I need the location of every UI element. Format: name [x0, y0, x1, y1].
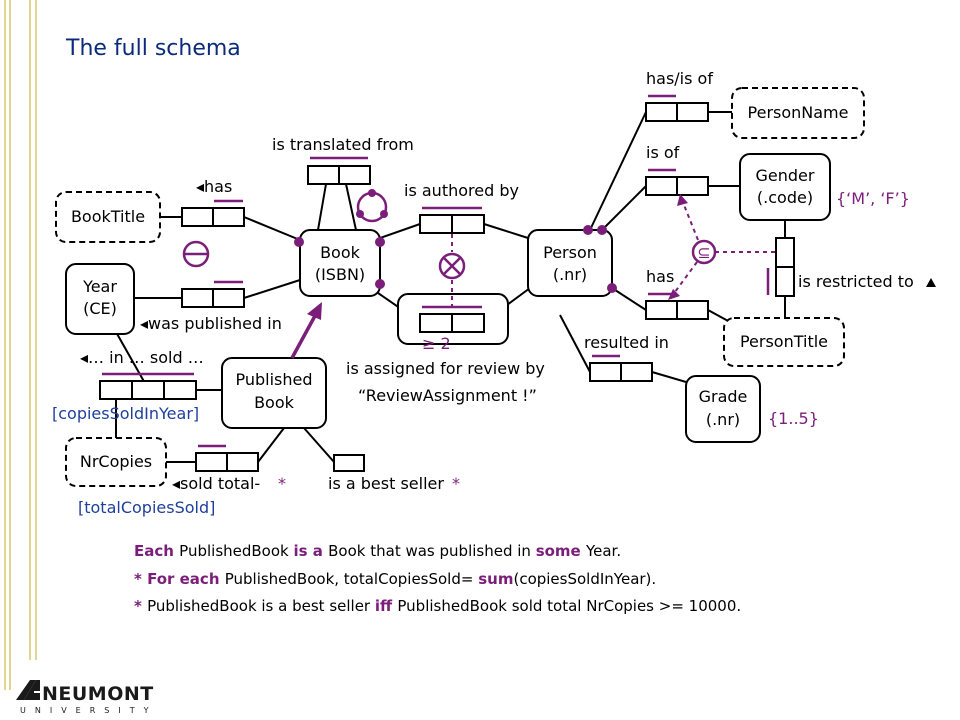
label-grade-values: {1..5}: [768, 409, 819, 428]
note-segment: iff: [375, 597, 398, 615]
label-has: has: [646, 267, 674, 286]
svg-text:(.nr): (.nr): [553, 265, 587, 284]
neumont-logo: NEUMONT UNIVERSITY: [16, 680, 158, 715]
svg-text:(.code): (.code): [757, 188, 813, 207]
svg-text:Published: Published: [235, 370, 312, 389]
mandatory-dots: [294, 225, 617, 293]
label-gender-values: {‘M’, ‘F’}: [836, 189, 910, 208]
label-has-title: ◂has: [196, 177, 232, 196]
label-resulted-in: resulted in: [584, 333, 669, 352]
note-segment: sum: [478, 570, 513, 588]
subset-constraint: ⊆: [668, 194, 776, 300]
svg-text:Book: Book: [254, 393, 295, 412]
exclusion-authored-review: [438, 234, 466, 312]
label-is-assigned: is assigned for review by: [346, 359, 545, 378]
note-segment: (copiesSoldInYear).: [513, 570, 656, 588]
entity-published-book[interactable]: Published Book: [221, 357, 327, 429]
svg-text:NrCopies: NrCopies: [80, 452, 152, 471]
fact-resulted-in[interactable]: [589, 362, 653, 382]
label-is-restricted-to: is restricted to: [798, 272, 914, 291]
note-segment: Each: [134, 542, 179, 560]
label-is-translated-from: is translated from: [272, 135, 414, 154]
note-segment: Book that was published in: [328, 542, 536, 560]
note-segment: PublishedBook, totalCopiesSold=: [225, 570, 479, 588]
note-segment: *: [134, 597, 147, 615]
entity-book[interactable]: Book (ISBN): [299, 229, 381, 297]
logo-mark-icon: [16, 680, 36, 700]
value-person-name[interactable]: PersonName: [731, 87, 865, 139]
label-sold-total: ◂sold total-: [172, 474, 260, 493]
logo-name: NEUMONT: [42, 683, 154, 705]
fact-review-assignment[interactable]: [397, 293, 509, 345]
note-line-3: * PublishedBook is a best seller iff Pub…: [134, 597, 741, 615]
svg-text:Person: Person: [543, 243, 597, 262]
note-line-1: Each PublishedBook is a Book that was pu…: [134, 542, 621, 560]
svg-text:PersonTitle: PersonTitle: [740, 332, 828, 351]
label-is-of: is of: [646, 143, 680, 162]
entity-year[interactable]: Year (CE): [65, 263, 135, 335]
fact-copies-sold-in-year[interactable]: [99, 380, 197, 400]
fact-best-seller[interactable]: [333, 454, 365, 472]
slide-border: [4, 0, 37, 690]
fact-sold-total[interactable]: [195, 452, 259, 472]
note-segment: PublishedBook: [179, 542, 293, 560]
svg-text:Year: Year: [82, 277, 117, 296]
fact-published-in[interactable]: [181, 288, 245, 308]
label-has-is-of: has/is of: [646, 69, 713, 88]
label-at-least-2: ≥ 2: [422, 334, 451, 353]
svg-text:(CE): (CE): [83, 299, 117, 318]
ring-constraint: [356, 189, 388, 223]
label-copies-sold-in-year: [copiesSoldInYear]: [52, 404, 199, 423]
label-star-best-seller: *: [452, 474, 460, 493]
note-segment: PublishedBook sold total NrCopies >= 100…: [397, 597, 741, 615]
entity-person[interactable]: Person (.nr): [527, 229, 613, 297]
label-is-authored-by: is authored by: [404, 181, 519, 200]
note-segment: Year.: [585, 542, 621, 560]
fact-person-name[interactable]: [645, 102, 709, 122]
svg-text:PersonName: PersonName: [748, 103, 849, 122]
slide-title: The full schema: [65, 36, 241, 61]
value-book-title[interactable]: BookTitle: [55, 191, 161, 243]
subtype-arrow: [290, 302, 322, 359]
svg-text:Gender: Gender: [756, 166, 815, 185]
svg-text:Grade: Grade: [699, 387, 748, 406]
entity-grade[interactable]: Grade (.nr): [685, 375, 761, 443]
svg-text:Book: Book: [320, 243, 361, 262]
fact-person-title[interactable]: [645, 300, 709, 320]
logo-sub: UNIVERSITY: [20, 706, 158, 715]
label-in-sold: ◂… in … sold …: [80, 348, 204, 367]
svg-text:⊆: ⊆: [697, 243, 710, 262]
connectors: [115, 111, 786, 463]
svg-text:BookTitle: BookTitle: [71, 207, 145, 226]
fact-translated[interactable]: [307, 165, 371, 185]
note-segment: PublishedBook is a best seller: [147, 597, 375, 615]
label-total-copies-sold: [totalCopiesSold]: [78, 498, 215, 517]
label-was-published-in: ◂was published in: [140, 314, 282, 333]
label-star-sold-total: *: [278, 474, 286, 493]
fact-gender[interactable]: [645, 176, 709, 196]
fact-booktitle[interactable]: [181, 207, 245, 227]
entity-gender[interactable]: Gender (.code): [739, 153, 831, 221]
svg-text:(ISBN): (ISBN): [315, 265, 365, 284]
note-line-2: * For each PublishedBook, totalCopiesSol…: [134, 570, 656, 588]
exclusion-constraint: [182, 240, 210, 268]
restricted-arrow-icon: [926, 278, 936, 287]
value-nr-copies[interactable]: NrCopies: [65, 437, 167, 487]
label-review-assignment: “ReviewAssignment !”: [358, 386, 537, 405]
value-person-title[interactable]: PersonTitle: [723, 317, 845, 367]
label-is-best-seller: is a best seller: [328, 474, 444, 493]
note-segment: * For each: [134, 570, 225, 588]
fact-authored[interactable]: [419, 214, 485, 234]
fact-title-restricted[interactable]: [775, 237, 795, 297]
note-segment: some: [536, 542, 586, 560]
note-segment: is a: [294, 542, 329, 560]
svg-text:(.nr): (.nr): [706, 410, 740, 429]
